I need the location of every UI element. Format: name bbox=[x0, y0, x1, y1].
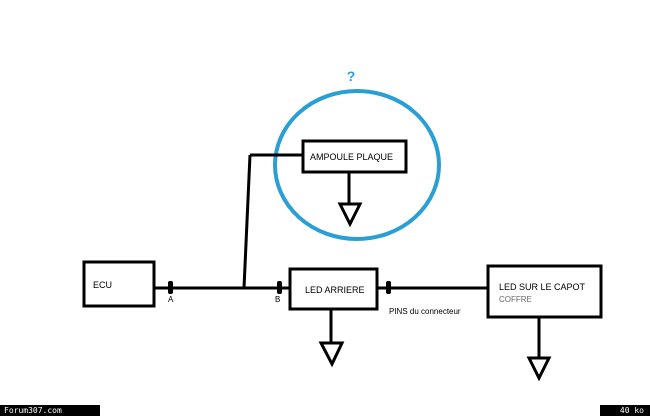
ampoule-plaque-box bbox=[301, 139, 408, 174]
led-arriere-label: LED ARRIERE bbox=[305, 285, 365, 295]
led-capot-sublabel: COFFRE bbox=[499, 295, 532, 304]
question-mark: ? bbox=[347, 68, 356, 84]
ecu-box bbox=[82, 260, 156, 308]
connector-b bbox=[277, 281, 282, 294]
pins-label: PINS du connecteur bbox=[389, 307, 461, 316]
footer-site-text: Forum307.com bbox=[4, 406, 62, 415]
pins-connector bbox=[386, 281, 391, 294]
connector-a bbox=[168, 281, 173, 294]
led-arriere-ground-icon bbox=[318, 341, 345, 368]
connector-a-label: A bbox=[168, 295, 174, 304]
ecu-label: ECU bbox=[93, 280, 112, 290]
footer-site-badge: Forum307.com bbox=[0, 405, 100, 416]
footer-size-badge: 40 ko bbox=[600, 405, 650, 416]
ampoule-ground-icon bbox=[337, 202, 363, 228]
highlight-circle bbox=[273, 89, 441, 241]
wire-branch-vertical bbox=[242, 154, 252, 289]
led-capot-box bbox=[486, 264, 603, 319]
footer-size-text: 40 ko bbox=[619, 406, 644, 415]
led-capot-ground-icon bbox=[526, 356, 552, 382]
led-capot-label: LED SUR LE CAPOT bbox=[499, 282, 586, 292]
ampoule-plaque-label: AMPOULE PLAQUE bbox=[310, 152, 393, 162]
connector-b-label: B bbox=[275, 295, 280, 304]
